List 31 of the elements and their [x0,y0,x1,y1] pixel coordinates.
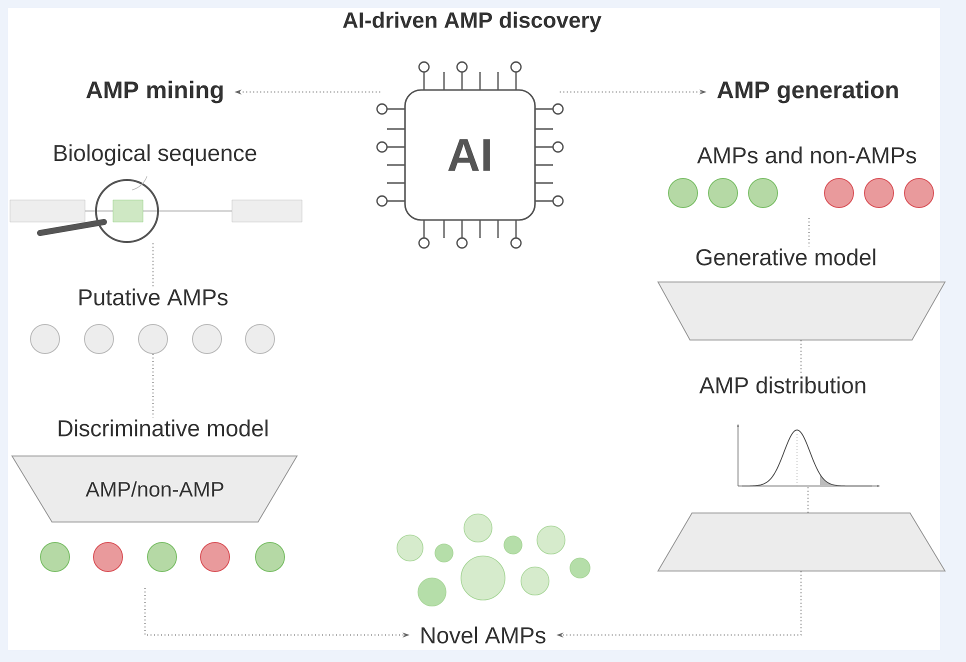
peptide-circle [40,542,70,572]
section-heading: AMP mining [86,80,223,104]
step-label: Generative model [696,248,876,266]
peptide-circle [84,324,114,354]
peptide-circle [200,542,230,572]
dotted-line [152,242,154,287]
step-label: Biological sequence [54,144,256,166]
dotted-line [808,218,810,247]
peptide-circle [824,178,854,208]
sequence-magnifier-drawing [10,176,302,243]
step-label: AMPs and non-AMPs [697,146,916,164]
peptide-circle [255,542,285,572]
step-label: AMP distribution [699,376,866,394]
title: AI-driven AMP discovery [342,12,602,32]
step-label: Discriminative model [58,420,268,436]
peptide-circle [668,178,698,208]
peptide-circle [904,178,934,208]
peptide-circle [708,178,738,208]
peptide-circle [864,178,894,208]
peptide-circle [30,324,60,354]
peptide-circle [93,542,123,572]
dotted-line [800,340,802,375]
peptide-circle [192,324,222,354]
step-label: Novel AMPs [422,626,546,644]
step-label: Putative AMPs [79,288,228,306]
peptide-circle [245,324,275,354]
peptide-circle [147,542,177,572]
peptide-circle [138,324,168,354]
section-heading: AMP generation [717,80,898,104]
dotted-line [152,354,154,418]
peptide-circle [748,178,778,208]
